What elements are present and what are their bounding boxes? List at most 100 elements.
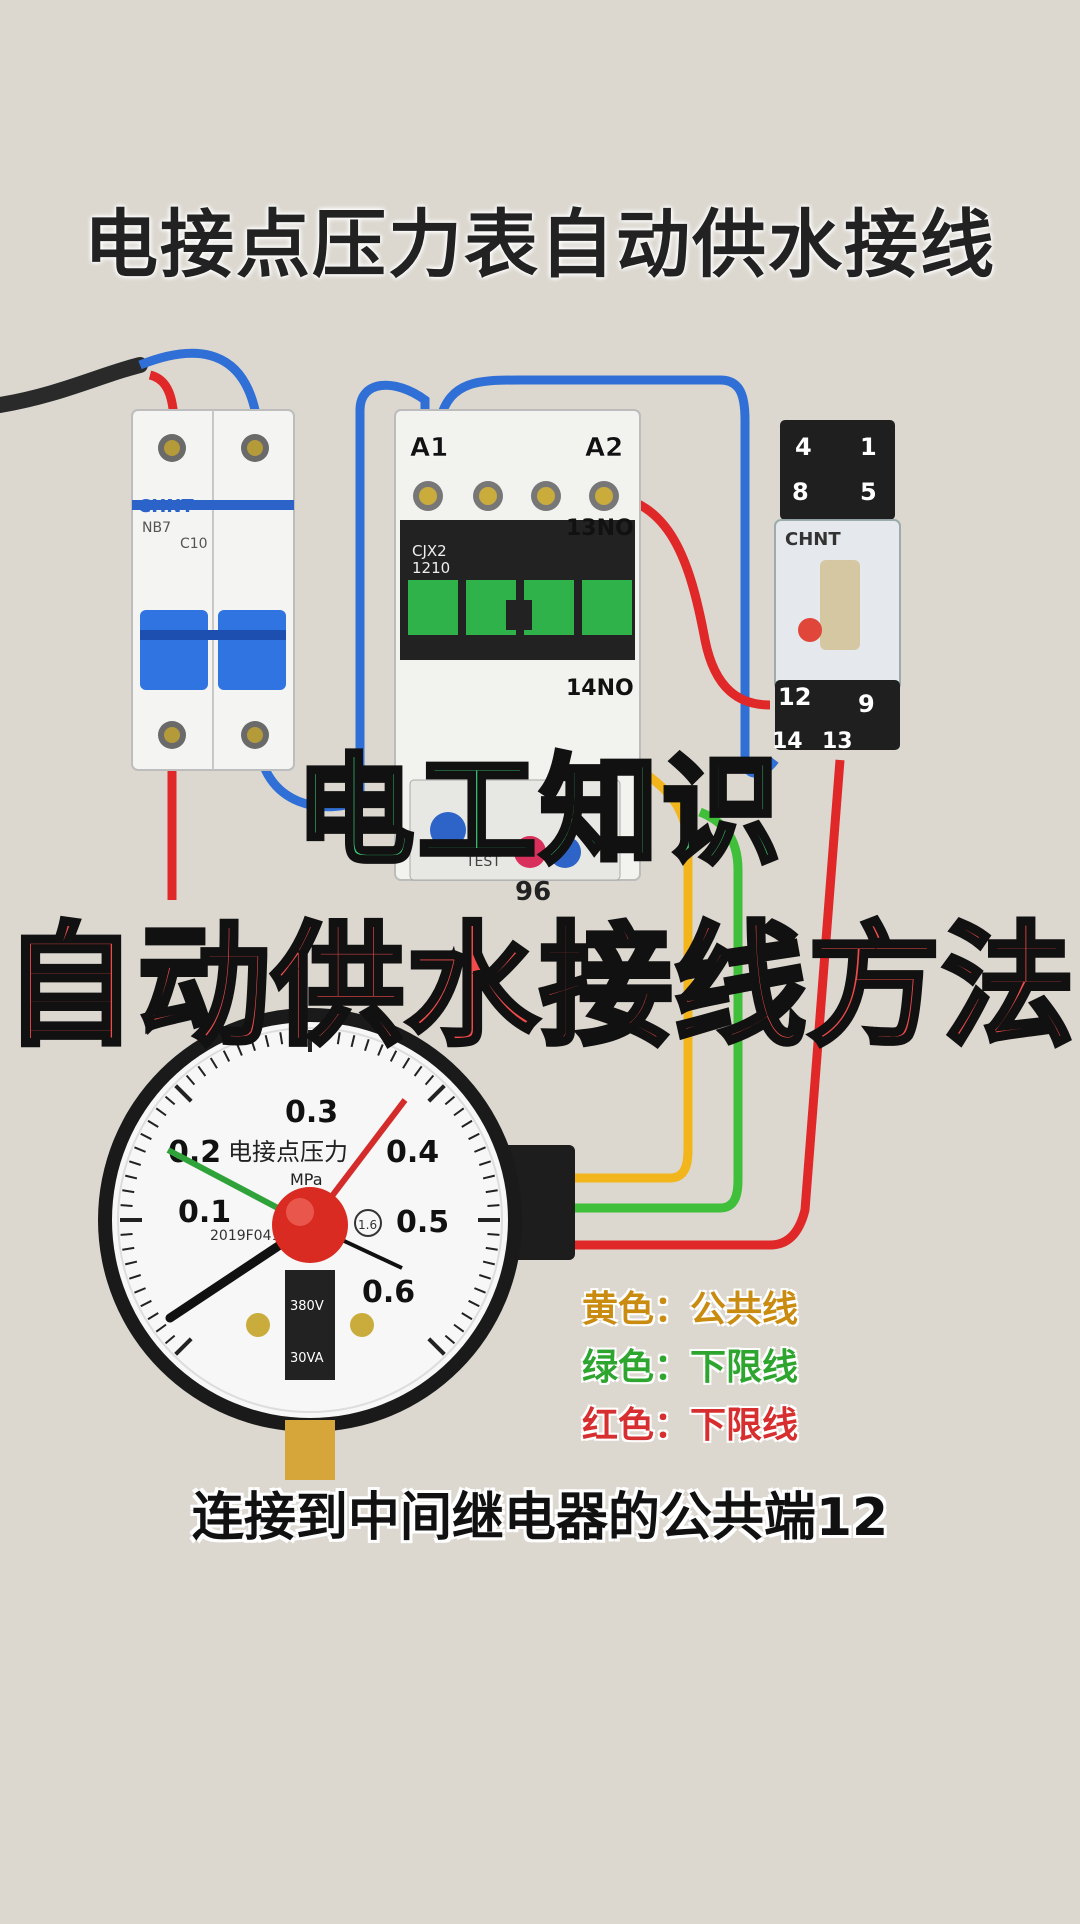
blue-wire-breaker-to-a1: [253, 380, 430, 812]
gauge-tick-mark: [468, 1299, 480, 1308]
gauge-tick-mark: [474, 1287, 486, 1294]
relay-pin-8: 8: [792, 478, 809, 506]
gauge-spec-30va: 30VA: [290, 1351, 324, 1366]
gauge-tick-mark: [487, 1204, 500, 1208]
gauge-tick-mark: [147, 1119, 159, 1128]
gauge-tick-mark: [485, 1246, 498, 1251]
mains-blue-wire: [138, 348, 260, 445]
gauge-tick-mark: [174, 1084, 193, 1103]
test-label: TEST: [465, 854, 501, 870]
gauge-tick-mark: [222, 1050, 231, 1062]
red-wire-13no-to-relay: [604, 490, 771, 710]
pressure-gauge: 0.1 0.2 0.3 0.4 0.5 0.6 电接点压力 MPa 2019F0…: [98, 1008, 575, 1480]
gauge-tick-mark: [453, 1107, 465, 1117]
gauge-spec-380: 380V: [290, 1299, 324, 1314]
gauge-tick-mark: [487, 1232, 500, 1236]
gauge-tick-06: 0.6: [362, 1275, 415, 1310]
relay-pin-1: 1: [860, 433, 877, 461]
blue-wire-a2-to-relay: [435, 375, 779, 778]
gauge-tick-mark: [122, 1189, 135, 1194]
overlay-heading-knowledge: 电工知识: [293, 740, 784, 883]
gauge-tick-mark: [155, 1323, 167, 1333]
gauge-unit: MPa: [290, 1170, 323, 1189]
gauge-tick-mark: [336, 1032, 341, 1045]
gauge-tick-mark: [147, 1312, 159, 1321]
gauge-tick-mark: [322, 1030, 326, 1043]
gauge-tick-mark: [120, 1204, 133, 1208]
gauge-tick-mark: [264, 1035, 270, 1048]
gauge-tick-mark: [461, 1119, 473, 1128]
gauge-tick-mark: [155, 1107, 167, 1117]
circuit-breaker: CHNT NB7 C10: [131, 409, 295, 771]
gauge-tick-mark: [453, 1323, 465, 1333]
breaker-model: NB7: [142, 520, 171, 536]
gauge-serial: 2019F041: [210, 1228, 280, 1244]
gauge-tick-mark: [164, 1095, 176, 1106]
gauge-tick-mark: [389, 1050, 398, 1062]
gauge-tick-mark: [140, 1299, 152, 1308]
gauge-tick-mark: [377, 1044, 384, 1056]
overload-number: 96: [515, 877, 551, 907]
gauge-ticks: [120, 1030, 500, 1356]
gauge-tick-mark: [164, 1334, 176, 1345]
gauge-tick-mark: [444, 1334, 456, 1345]
gauge-tick-mark: [250, 1038, 256, 1052]
terminal-14no-label: 14NO: [566, 676, 634, 701]
gauge-tick-mark: [134, 1146, 146, 1153]
gauge-tick-mark: [482, 1260, 495, 1266]
gauge-tick-mark: [134, 1287, 146, 1294]
gauge-tick-mark: [128, 1274, 142, 1280]
gauge-label: 电接点压力: [228, 1138, 348, 1166]
coil-a2-label: A2: [585, 433, 623, 463]
gauge-tick-mark: [128, 1160, 142, 1166]
gauge-tick-mark: [294, 1030, 298, 1043]
gauge-knob: [272, 1187, 348, 1263]
relay-brand: CHNT: [785, 529, 841, 550]
gauge-tick-mark: [185, 1074, 196, 1086]
relay-pin-14: 14: [772, 729, 803, 754]
relay-pin-5: 5: [860, 478, 877, 506]
coil-a1-label: A1: [410, 433, 448, 463]
terminal-13no-label: 13NO: [566, 516, 634, 541]
gauge-tick-mark: [478, 1274, 492, 1280]
relay-pin-4: 4: [795, 433, 812, 461]
overlay-heading-method: 自动供水接线方法: [2, 908, 1077, 1067]
gauge-tick-05: 0.5: [396, 1205, 449, 1240]
red-wire: [574, 759, 845, 1250]
page-title: 电接点压力表自动供水接线: [84, 202, 996, 288]
gauge-tick-mark: [364, 1038, 370, 1052]
relay-pin-12: 12: [778, 683, 811, 711]
gauge-tick-03: 0.3: [285, 1095, 338, 1130]
gauge-accuracy: 1.6: [358, 1218, 377, 1232]
gauge-tick-01: 0.1: [178, 1195, 231, 1230]
gauge-tick-mark: [197, 1065, 207, 1077]
relay-pin-9: 9: [858, 690, 875, 718]
gauge-tick-mark: [120, 1232, 133, 1236]
gauge-tick-mark: [402, 1057, 411, 1069]
gauge-tick-mark: [427, 1084, 446, 1103]
gauge-tick-mark: [413, 1065, 423, 1077]
gauge-tick-mark: [478, 1160, 492, 1166]
contactor-model-2: 1210: [412, 559, 450, 577]
gauge-tick-mark: [125, 1174, 138, 1180]
gauge-tick-mark: [474, 1146, 486, 1153]
yellow-wire: [574, 766, 693, 1183]
gauge-tick-mark: [236, 1044, 243, 1056]
contactor-model-1: CJX2: [412, 542, 447, 560]
gauge-tick-04: 0.4: [386, 1135, 439, 1170]
gauge-tick-mark: [140, 1132, 152, 1141]
gauge-tick-mark: [350, 1035, 356, 1048]
gauge-tick-mark: [461, 1312, 473, 1321]
caption: 连接到中间继电器的公共端12: [191, 1488, 889, 1548]
gauge-tick-mark: [444, 1095, 456, 1106]
legend-green: 绿色：下限线: [582, 1347, 799, 1388]
green-wire: [574, 807, 743, 1213]
gauge-tick-mark: [174, 1337, 193, 1356]
gauge-tick-mark: [122, 1246, 135, 1251]
contactor: CJX2 1210 A1 A2 13NO 14NO TEST 96: [394, 409, 641, 907]
legend-yellow: 黄色：公共线: [582, 1289, 799, 1330]
gauge-tick-mark: [209, 1057, 218, 1069]
gauge-tick-mark: [279, 1032, 284, 1045]
legend-red: 红色：下限线: [582, 1405, 799, 1446]
